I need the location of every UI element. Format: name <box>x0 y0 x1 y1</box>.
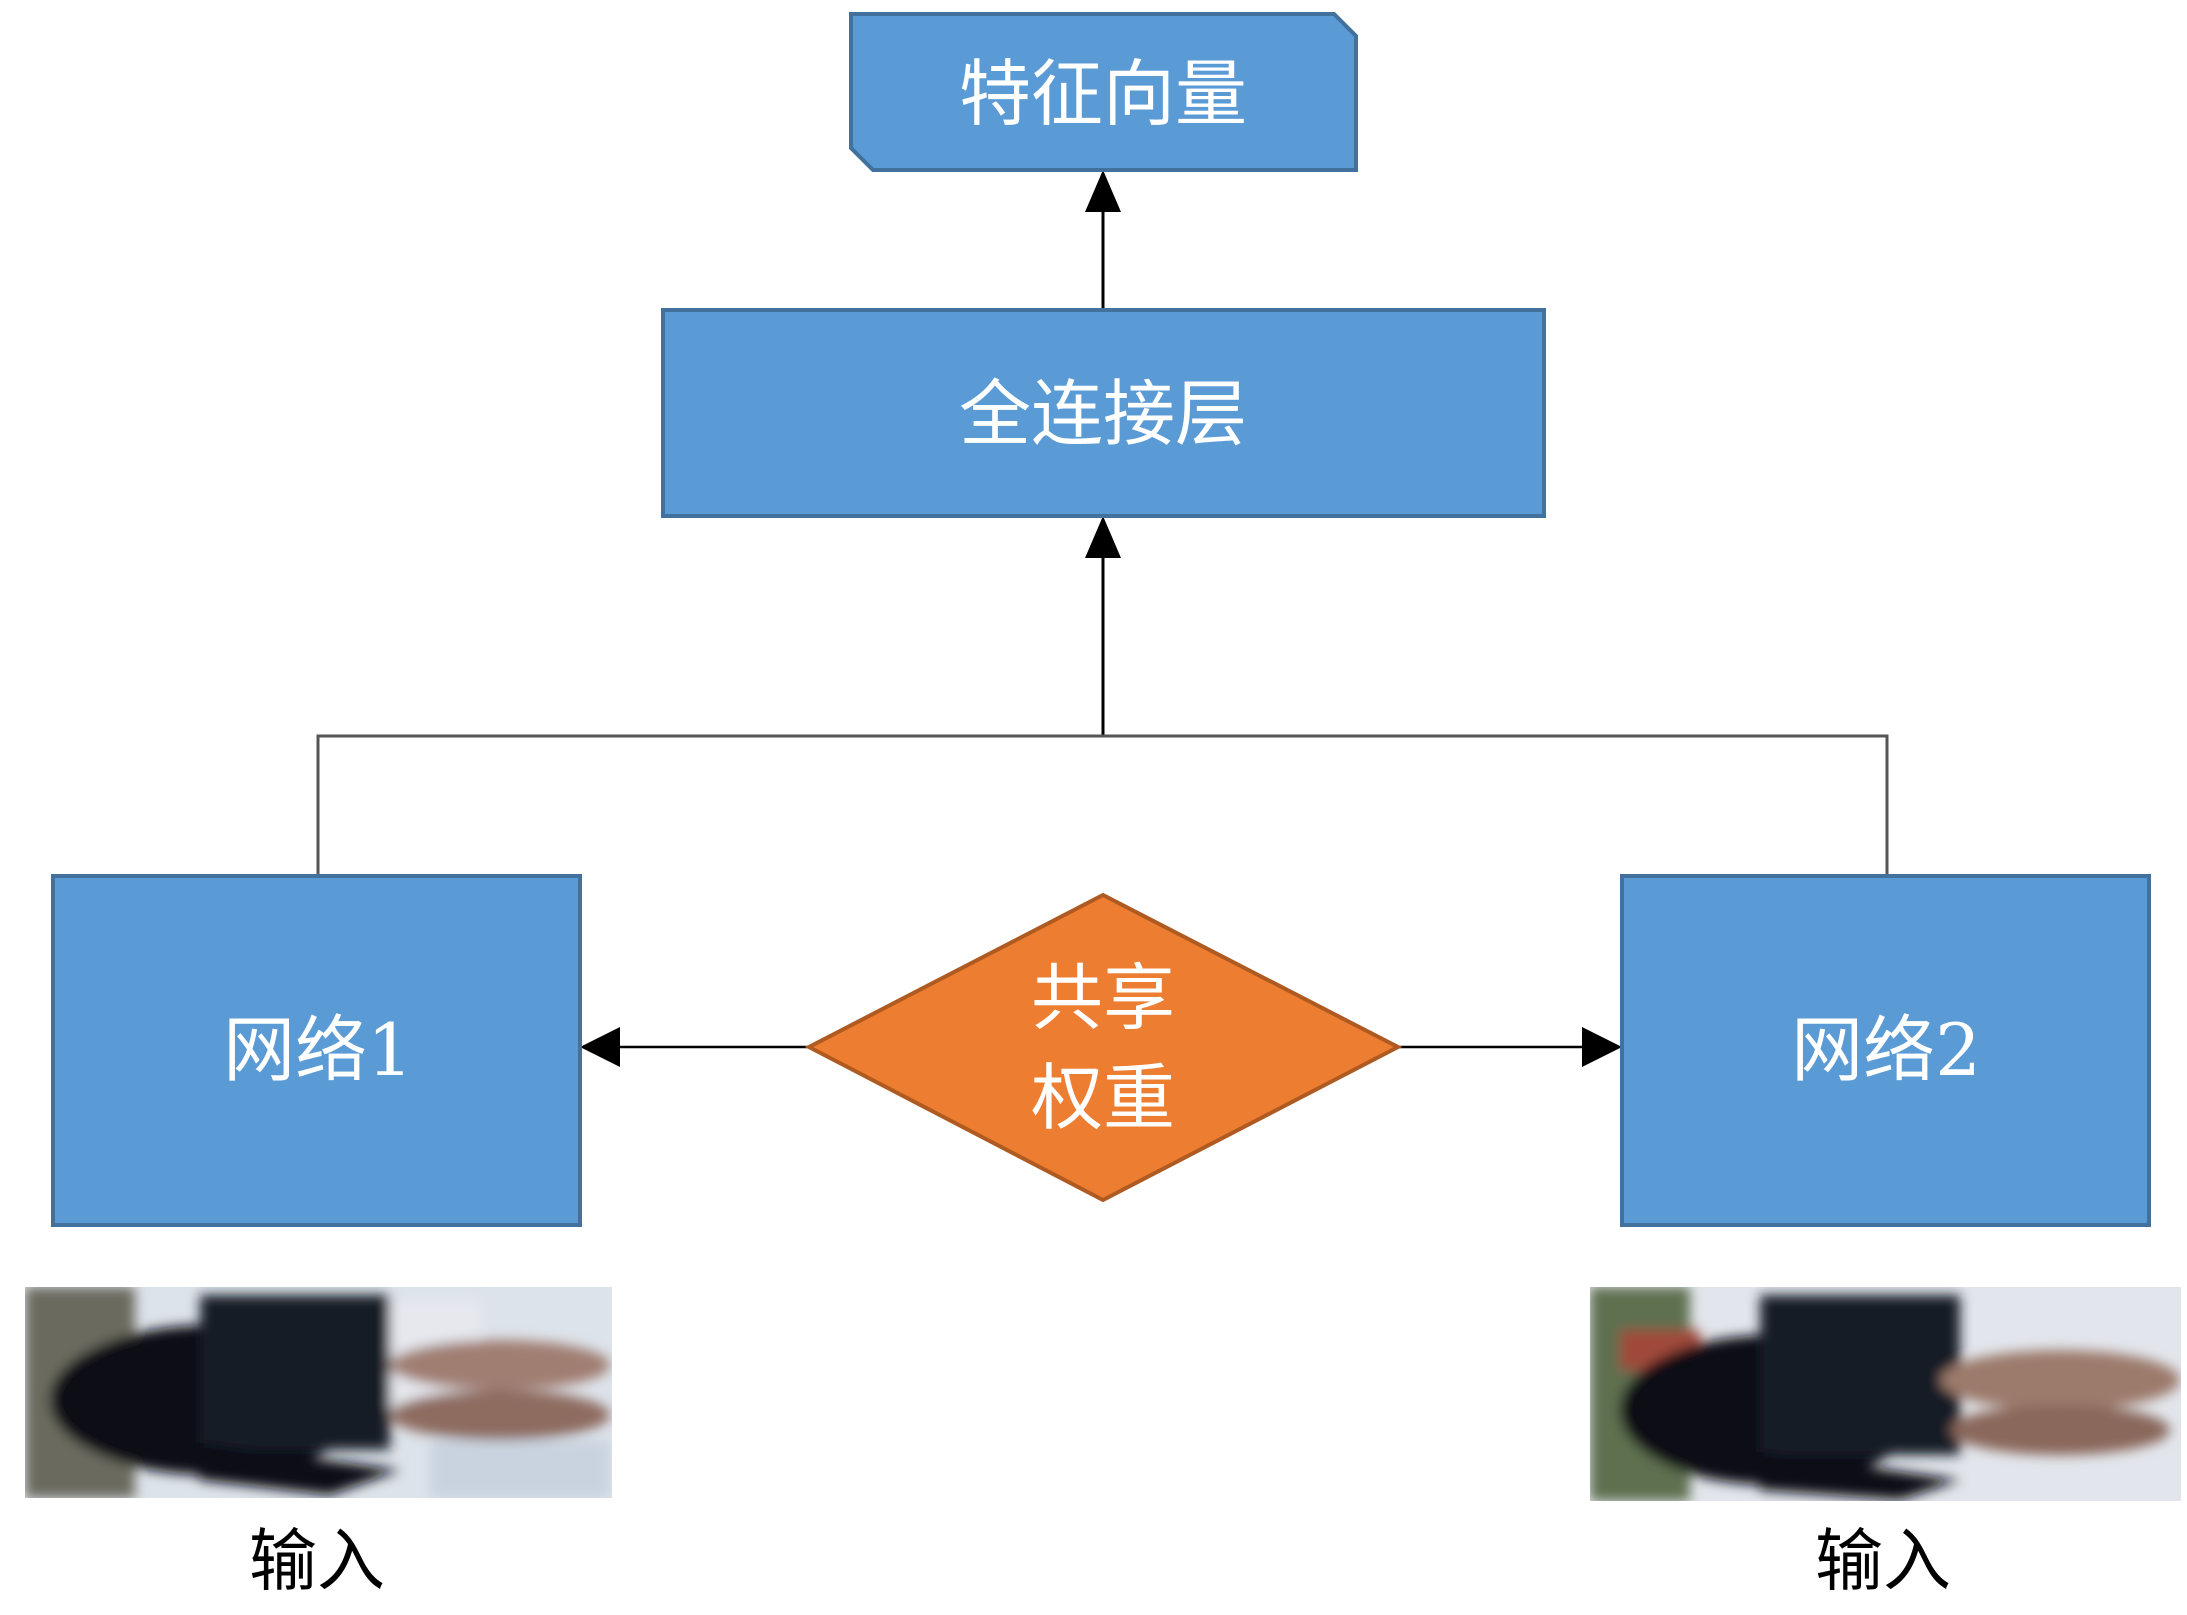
arrowhead-icon <box>580 1027 620 1067</box>
shared-weights-node: 共享 权重 <box>804 892 1403 1203</box>
network2-label: 网络2 <box>1791 1008 1981 1092</box>
input2-caption: 输入 <box>1815 1523 1951 1602</box>
arrowhead-icon <box>1085 516 1121 558</box>
shared-weights-label-line1: 共享 <box>1031 956 1175 1040</box>
input-image-2 <box>1590 1287 2181 1501</box>
input-image-1 <box>25 1287 612 1498</box>
feature-vector-node: 特征向量 <box>849 12 1358 172</box>
arrowhead-icon <box>1085 170 1121 212</box>
feature-vector-label: 特征向量 <box>959 52 1247 136</box>
shared-weights-label-line2: 权重 <box>1031 1056 1175 1140</box>
arrowhead-icon <box>1582 1027 1622 1067</box>
network1-node: 网络1 <box>51 874 582 1227</box>
fully-connected-node: 全连接层 <box>661 308 1546 518</box>
arrowheads <box>580 170 1622 1067</box>
input1-caption: 输入 <box>249 1523 385 1602</box>
fully-connected-label: 全连接层 <box>959 372 1247 456</box>
network1-label: 网络1 <box>223 1008 413 1092</box>
merge-line <box>316 734 1889 876</box>
network2-node: 网络2 <box>1620 874 2151 1227</box>
